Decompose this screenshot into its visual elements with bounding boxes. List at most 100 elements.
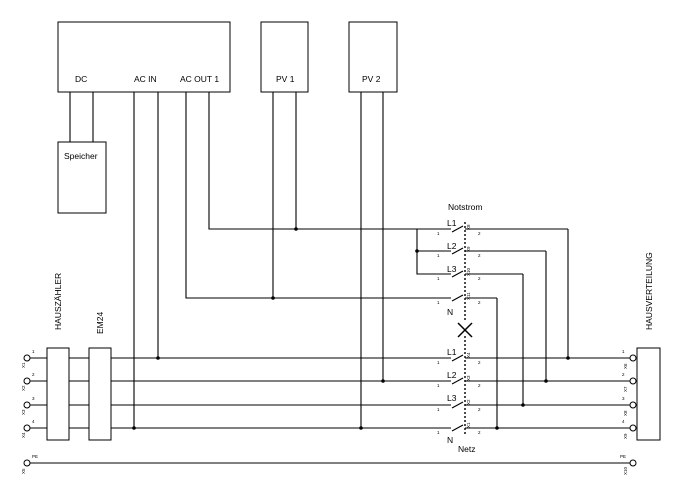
pole-label: N: [447, 435, 453, 445]
terminal-connector: [23, 354, 31, 362]
left-terminals: X1 1 X2 2 X3 3 X4 4 X5 PE: [21, 349, 38, 474]
terminal-pin: 2: [32, 372, 35, 377]
terminal-pin: PE: [620, 454, 626, 459]
terminal-right-pe: X10 PE: [620, 454, 637, 475]
inverter-dc-port: DC: [75, 74, 87, 84]
pv1-unit: PV 1: [260, 21, 309, 93]
inverter: DC AC IN AC OUT 1: [57, 21, 231, 93]
terminal-left-2: X2 2: [21, 372, 35, 391]
storage-unit: Speicher: [57, 141, 107, 214]
terminal-pin: 4: [32, 419, 35, 424]
terminal-id: X7: [623, 386, 628, 392]
pv2-box: [348, 21, 398, 93]
terminal-pin: PE: [32, 454, 38, 459]
interlock-cross-icon: [457, 322, 473, 338]
terminal-pin: 4: [622, 419, 625, 424]
junction: [132, 426, 136, 430]
contact-netz-l3: L3 X2 1 2: [437, 393, 481, 412]
terminal-pin: 2: [622, 372, 625, 377]
ac-out-n-wire: [185, 92, 451, 299]
inverter-ac-out-port: AC OUT 1: [180, 74, 219, 84]
junction: [415, 249, 419, 253]
distribution-board: HAUSVERTEILUNG: [636, 252, 661, 441]
terminal-pin: 1: [32, 349, 35, 354]
terminal-connector: [629, 401, 637, 409]
junction: [495, 426, 499, 430]
terminal-right-4: X9 4: [622, 419, 637, 439]
pin-number: 2: [478, 407, 481, 412]
contact-id: X4: [466, 352, 471, 358]
terminal-pin: 3: [32, 396, 35, 401]
junctions: [132, 227, 570, 430]
pole-label: L1: [447, 218, 457, 228]
meter-box: [46, 347, 70, 441]
junction: [544, 379, 548, 383]
terminal-left-4: X4 4: [21, 419, 35, 438]
pin-number: 1: [437, 253, 440, 258]
switch-bottom-label: Netz: [458, 444, 475, 454]
pole-label: L2: [447, 241, 457, 251]
terminal-id: X2: [21, 385, 26, 391]
pin-number: 2: [478, 253, 481, 258]
pin-number: 1: [437, 430, 440, 435]
terminal-left-1: X1 1: [21, 349, 35, 368]
terminal-connector: [629, 354, 637, 362]
junction: [294, 227, 298, 231]
top-contacts: L1 X8 1 2 L2 X9 1 2 L3 X10 1 2 N: [437, 218, 481, 317]
contact-id: X9: [466, 246, 471, 252]
terminal-right-1: X6 1: [622, 349, 637, 369]
pv2-label: PV 2: [362, 74, 381, 84]
contact-netz-l2: L2 X3 1 2: [437, 370, 481, 388]
terminal-id: X1: [21, 362, 26, 368]
meter: HAUSZÄHLER: [46, 273, 70, 441]
contact-netz-l1: L1 X4 1 2: [437, 347, 481, 365]
terminal-connector: [23, 401, 31, 409]
inverter-ac-in-port: AC IN: [134, 74, 157, 84]
terminal-connector: [629, 459, 637, 467]
changeover-switch: Notstrom Netz L1 X8 1 2 L2 X9 1 2: [437, 202, 482, 454]
junction: [381, 379, 385, 383]
pole-label: L1: [447, 347, 457, 357]
pv1-box: [260, 21, 309, 93]
pole-label: L2: [447, 370, 457, 380]
storage-label: Speicher: [64, 151, 98, 161]
pv1-label: PV 1: [276, 74, 295, 84]
inverter-box: [57, 21, 231, 93]
junction: [566, 356, 570, 360]
terminal-id: X5: [21, 468, 26, 474]
pin-number: 2: [478, 383, 481, 388]
bottom-contacts: L1 X4 1 2 L2 X3 1 2 L3 X2 1 2 N: [437, 347, 481, 445]
pole-label: L3: [447, 393, 457, 403]
pin-number: 2: [478, 430, 481, 435]
terminal-connector: [629, 424, 637, 432]
terminal-id: X10: [623, 466, 628, 475]
pin-number: 1: [437, 407, 440, 412]
pin-number: 2: [478, 231, 481, 236]
terminal-pin: 1: [622, 349, 625, 354]
terminal-right-3: X8 3: [622, 396, 637, 416]
junction: [521, 403, 525, 407]
switch-top-label: Notstrom: [448, 202, 482, 212]
junction: [271, 296, 275, 300]
contact-id: X1: [466, 422, 471, 428]
pin-number: 1: [437, 300, 440, 305]
storage-box: [57, 141, 107, 214]
distribution-box: [636, 347, 661, 441]
contact-notstrom-l1: L1 X8 1 2: [437, 218, 481, 236]
terminal-connector: [23, 377, 31, 385]
pin-number: 1: [437, 276, 440, 281]
em24-box: [88, 347, 112, 441]
pole-label: L3: [447, 264, 457, 274]
contact-id: X11: [466, 292, 471, 300]
terminal-right-2: X7 2: [622, 372, 637, 392]
terminal-id: X3: [21, 409, 26, 415]
contact-id: X2: [466, 399, 471, 405]
terminal-id: X9: [623, 433, 628, 439]
terminal-left-pe: X5 PE: [21, 454, 38, 474]
right-terminals: X6 1 X7 2 X8 3 X9 4 X10 PE: [620, 349, 637, 475]
contact-notstrom-l3: L3 X10 1 2: [437, 264, 481, 281]
contact-id: X10: [466, 267, 471, 276]
terminal-id: X4: [21, 432, 26, 438]
terminal-id: X6: [623, 363, 628, 369]
junction: [156, 356, 160, 360]
